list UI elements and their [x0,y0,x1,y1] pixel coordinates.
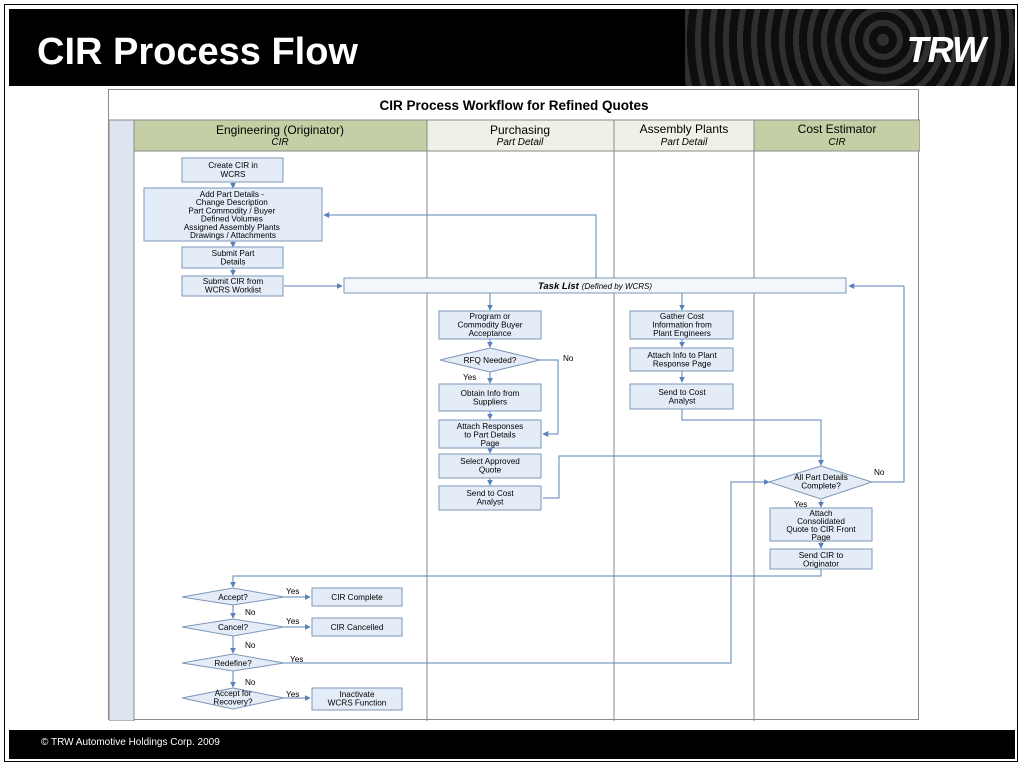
rfq-no-label: No [563,354,574,363]
add-details-text: Add Part Details - Change Description Pa… [184,190,282,240]
gather-cost-box [629,310,734,340]
rfq-yes-label: Yes [463,373,476,382]
lane-sub-assembly: Part Detail [661,137,708,148]
lane-strip [109,119,135,721]
cancel-decision [181,618,285,637]
lane-header-cost [753,119,920,152]
accept-yes-label: Yes [286,587,299,596]
workflow-diagram: CIR Process Workflow for Refined Quotes … [108,89,920,721]
send-originator-box [769,548,873,570]
footer-bar: © TRW Automotive Holdings Corp. 2009 [9,730,1015,759]
diagram-title: CIR Process Workflow for Refined Quotes [379,98,648,113]
accept-text: Accept? [218,593,248,602]
title-bar: CIR Process Flow TRW [9,9,1015,86]
add-details-box [143,187,323,242]
program-buyer-box [438,310,542,340]
create-cir-box [181,157,284,183]
send-cost-plant-box [629,383,734,410]
select-quote-box [438,453,542,479]
lane-header-engineering [133,119,428,152]
cir-cancelled-text: CIR Cancelled [331,623,384,632]
cancel-no-label: No [245,641,256,650]
lane-name-assembly: Assembly Plants [640,122,729,136]
lane-header-purchasing [426,119,615,152]
accept-recovery-decision [181,687,285,710]
task-list-bar [343,277,847,294]
lane-name-purchasing: Purchasing [490,123,550,137]
redefine-yes-label: Yes [290,655,303,664]
lane-sub-engineering: CIR [271,137,288,148]
lane-sub-cost: CIR [828,137,845,148]
cir-cancelled-box [311,617,403,637]
redefine-no-label: No [245,678,256,687]
accept-no-label: No [245,608,256,617]
copyright-text: © TRW Automotive Holdings Corp. 2009 [41,737,220,748]
rfq-decision [439,347,541,373]
inactivate-box [311,687,403,711]
attach-responses-box [438,419,542,449]
lane-name-cost: Cost Estimator [798,122,877,136]
cancel-text: Cancel? [218,623,248,632]
lane-header-assembly [613,119,755,152]
recovery-yes-label: Yes [286,690,299,699]
lane-name-engineering: Engineering (Originator) [216,123,344,137]
trw-logo: TRW [906,29,986,70]
header-background-image [685,9,1015,86]
accept-decision [181,587,285,606]
task-list-text: Task List(Defined by WCRS) [538,281,652,292]
rfq-text: RFQ Needed? [464,356,517,365]
all-details-yes-label: Yes [794,500,807,509]
submit-details-box [181,246,284,269]
submit-cir-box [181,275,284,297]
slide-title: CIR Process Flow [37,31,358,73]
all-details-no-label: No [874,468,885,477]
redefine-decision [181,653,285,672]
attach-consolidated-box [769,507,873,542]
all-details-decision [767,465,874,500]
send-cost-purch-box [438,485,542,511]
attach-plant-box [629,347,734,372]
connectors [230,182,905,701]
cancel-yes-label: Yes [286,617,299,626]
lane-sub-purchasing: Part Detail [497,137,544,148]
cir-complete-text: CIR Complete [331,593,383,602]
obtain-info-box [438,383,542,412]
cir-complete-box [311,587,403,607]
redefine-text: Redefine? [214,659,252,668]
